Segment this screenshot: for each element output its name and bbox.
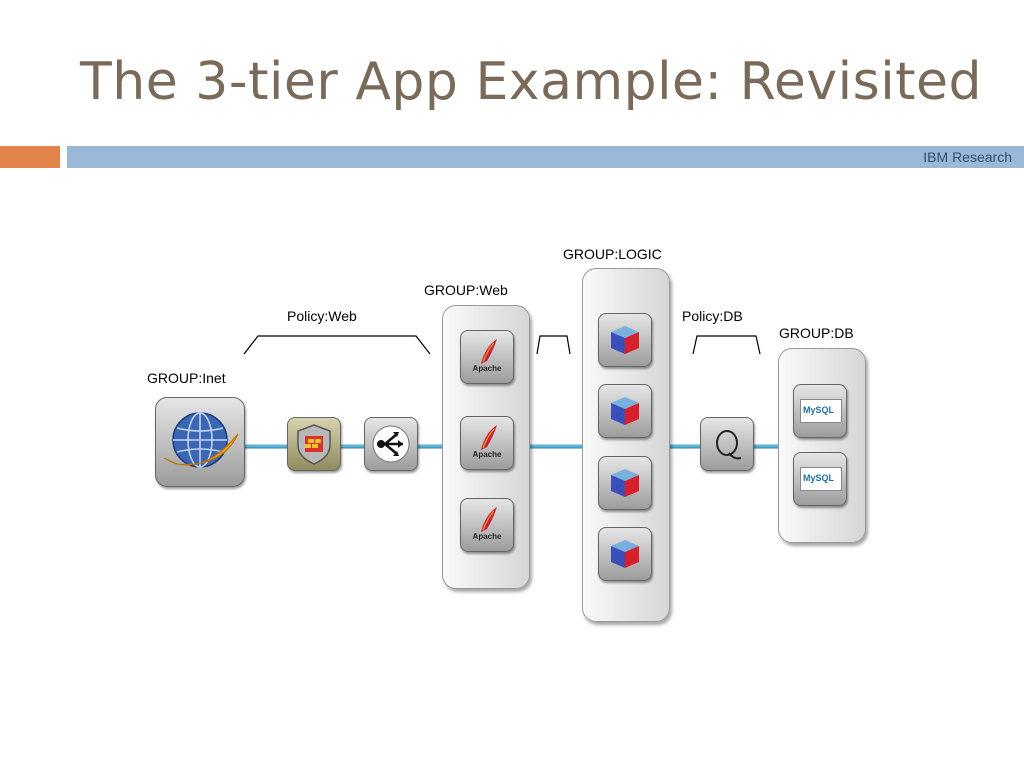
policy-db-label: Policy:DB	[682, 308, 743, 324]
cube-icon	[611, 540, 639, 568]
query-node	[700, 417, 754, 471]
mysql-icon: MySQL	[800, 399, 842, 423]
globe-icon	[163, 412, 239, 468]
logic-server-1	[598, 313, 652, 367]
mysql-server-1: MySQL	[793, 384, 847, 438]
policy-web-label: Policy:Web	[287, 308, 357, 324]
mysql-server-2: MySQL	[793, 452, 847, 506]
cube-icon	[611, 397, 639, 425]
group-logic-label: GROUP:LOGIC	[563, 246, 662, 262]
mysql-label: MySQL	[803, 473, 835, 483]
logic-server-2	[598, 384, 652, 438]
policy-logic-bracket	[536, 335, 571, 355]
firewall-node	[287, 417, 341, 471]
cube-icon	[611, 469, 639, 497]
apache-server-3: Apache	[460, 498, 514, 552]
group-db-label: GROUP:DB	[779, 325, 854, 341]
apache-feather-icon	[481, 507, 497, 532]
group-inet-label: GROUP:Inet	[147, 370, 226, 386]
firewall-shield-icon	[297, 424, 331, 465]
group-web-label: GROUP:Web	[424, 282, 508, 298]
logic-server-3	[598, 456, 652, 510]
brand-label: IBM Research	[923, 149, 1012, 165]
internet-node	[155, 397, 245, 487]
header-accent-orange	[0, 146, 60, 168]
apache-server-1: Apache	[460, 330, 514, 384]
apache-server-label: Apache	[472, 450, 502, 459]
header-accent-blue	[67, 146, 1024, 168]
apache-server-label: Apache	[472, 532, 502, 541]
q-icon	[716, 430, 742, 460]
arrows-split-icon	[372, 425, 410, 463]
apache-feather-icon	[481, 339, 497, 364]
cube-icon	[611, 326, 639, 354]
mysql-icon: MySQL	[800, 467, 842, 491]
policy-web-bracket	[243, 335, 431, 355]
mysql-label: MySQL	[803, 405, 835, 415]
group-db-container	[778, 348, 866, 543]
load-balancer-node	[364, 417, 418, 471]
policy-db-bracket	[692, 335, 761, 355]
apache-server-2: Apache	[460, 416, 514, 470]
logic-server-4	[598, 527, 652, 581]
apache-feather-icon	[481, 425, 497, 450]
apache-server-label: Apache	[472, 364, 502, 373]
slide-title: The 3-tier App Example: Revisited	[80, 52, 983, 112]
